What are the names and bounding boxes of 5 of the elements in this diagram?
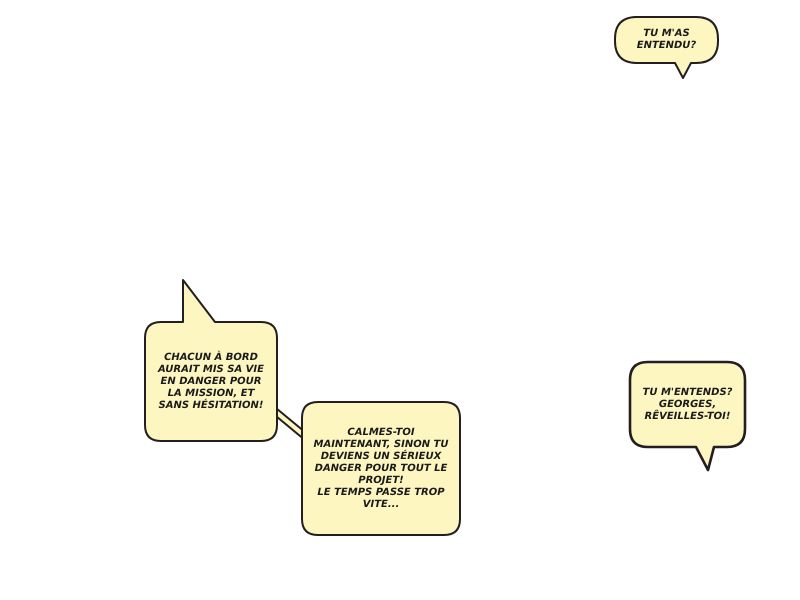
dialogue-text: TU M'ENTENDS? GEORGES, RÊVEILLES-TOI! xyxy=(642,386,734,422)
dialogue-text: CHACUN À BORD AURAIT MIS SA VIE EN DANGER POUR LA MISSION, ET SANS HÉSITATION! xyxy=(156,352,265,412)
dialogue-text: LE TEMPS PASSE TROP VITE... xyxy=(316,486,446,510)
dialogue-text: CALMES-TOI MAINTENANT, SINON TU DEVIENS UN SÉRIEUX DANGER POUR TOUT LE PROJET! xyxy=(312,426,450,486)
dialogue-text: TU M'AS ENTENDU? xyxy=(636,28,698,52)
